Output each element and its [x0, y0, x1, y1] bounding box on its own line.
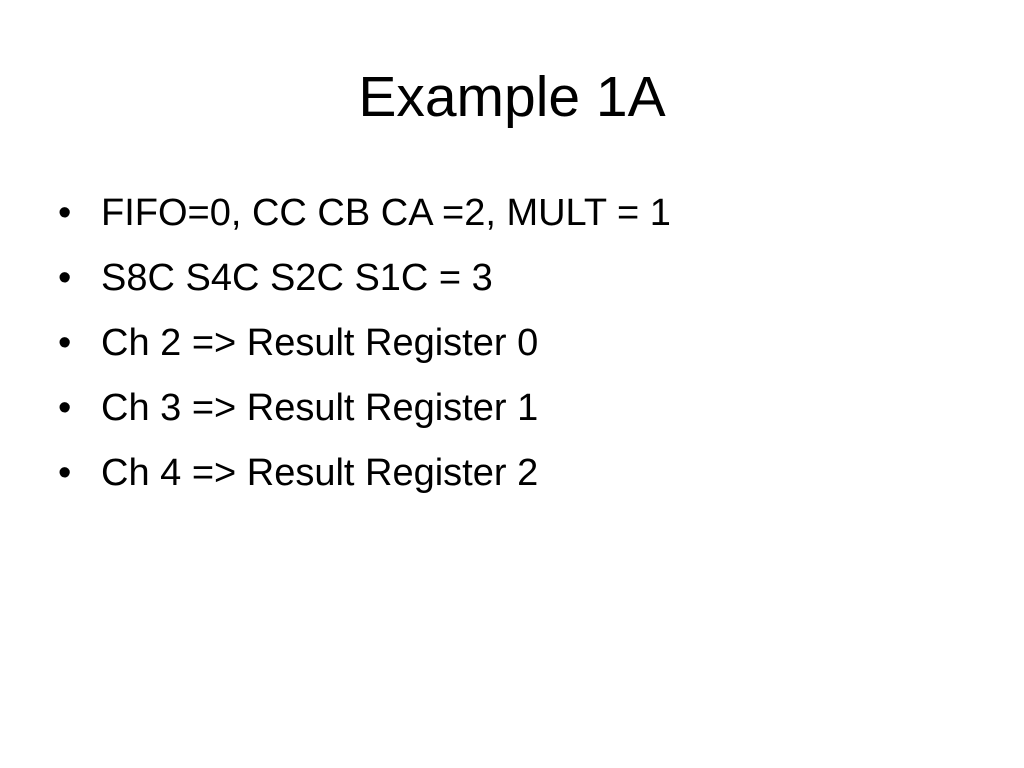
bullet-text: FIFO=0, CC CB CA =2, MULT = 1	[101, 192, 671, 234]
bullet-marker: •	[58, 387, 72, 429]
bullet-text: Ch 2 => Result Register 0	[101, 322, 539, 364]
bullet-text: Ch 3 => Result Register 1	[101, 387, 539, 429]
bullet-text: Ch 4 => Result Register 2	[101, 452, 539, 494]
bullet-marker: •	[58, 452, 72, 494]
bullet-text: S8C S4C S2C S1C = 3	[101, 257, 493, 299]
bullet-marker: •	[58, 322, 72, 364]
slide-title: Example 1A	[358, 65, 666, 129]
bullet-marker: •	[58, 192, 72, 234]
bullet-marker: •	[58, 257, 72, 299]
